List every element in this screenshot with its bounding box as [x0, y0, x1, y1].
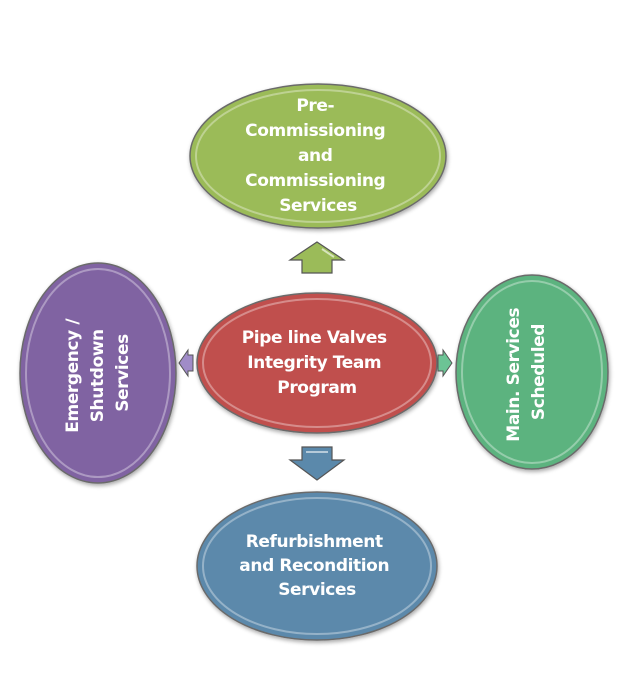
node-left-label: Emergency / Shutdown Services [63, 313, 133, 432]
node-right-shape [455, 274, 609, 470]
arrow-up-icon [288, 241, 346, 274]
node-center-line: Pipe line Valves [242, 328, 387, 348]
node-left-line: Shutdown [88, 329, 108, 422]
node-right-line: Main. Services [504, 308, 524, 442]
node-top-line: and [298, 146, 333, 166]
node-bottom-line: Refurbishment [246, 532, 383, 552]
node-left-shape [19, 262, 177, 484]
node-right-scheduled: Main. Services Scheduled [455, 274, 609, 470]
node-bottom-line: Services [278, 580, 356, 600]
node-bottom-line: and Recondition [239, 556, 389, 576]
node-center-program: Pipe line Valves Integrity Team Program [196, 292, 438, 434]
arrow-right-icon [437, 348, 453, 378]
node-center-highlight [202, 298, 432, 428]
node-right-highlight [461, 280, 603, 464]
node-right-label: Main. Services Scheduled [504, 302, 549, 441]
node-bottom-shape [196, 491, 438, 641]
node-bottom-refurbishment: Refurbishment and Recondition Services [196, 491, 438, 641]
arrow-left-shape [178, 348, 194, 378]
node-top-line: Services [279, 196, 357, 216]
arrow-down-icon [288, 446, 346, 481]
node-center-label: Pipe line Valves Integrity Team Program [242, 328, 393, 398]
node-left-emergency: Emergency / Shutdown Services [19, 262, 177, 484]
node-top-commissioning: Pre- Commissioning and Commissioning Ser… [189, 83, 447, 229]
node-left-highlight [25, 268, 171, 478]
node-bottom-label: Refurbishment and Recondition Services [239, 532, 394, 600]
node-left-line: Emergency / [63, 318, 83, 433]
node-center-line: Integrity Team [247, 353, 381, 373]
node-top-line: Pre- [296, 96, 334, 116]
node-bottom-highlight [202, 497, 432, 635]
node-center-line: Program [277, 378, 356, 398]
node-center-shape [196, 292, 438, 434]
node-top-line: Commissioning [245, 171, 385, 191]
arrow-down-shape [288, 446, 346, 481]
arrow-right-shape [437, 348, 453, 378]
node-top-shape [189, 83, 447, 229]
node-right-line: Scheduled [529, 324, 549, 420]
arrow-up-shape [288, 241, 346, 274]
node-top-highlight [195, 89, 441, 223]
node-top-line: Commissioning [245, 121, 385, 141]
node-top-label: Pre- Commissioning and Commissioning Ser… [245, 96, 391, 216]
node-left-line: Services [113, 334, 133, 412]
arrow-left-icon [178, 348, 194, 378]
